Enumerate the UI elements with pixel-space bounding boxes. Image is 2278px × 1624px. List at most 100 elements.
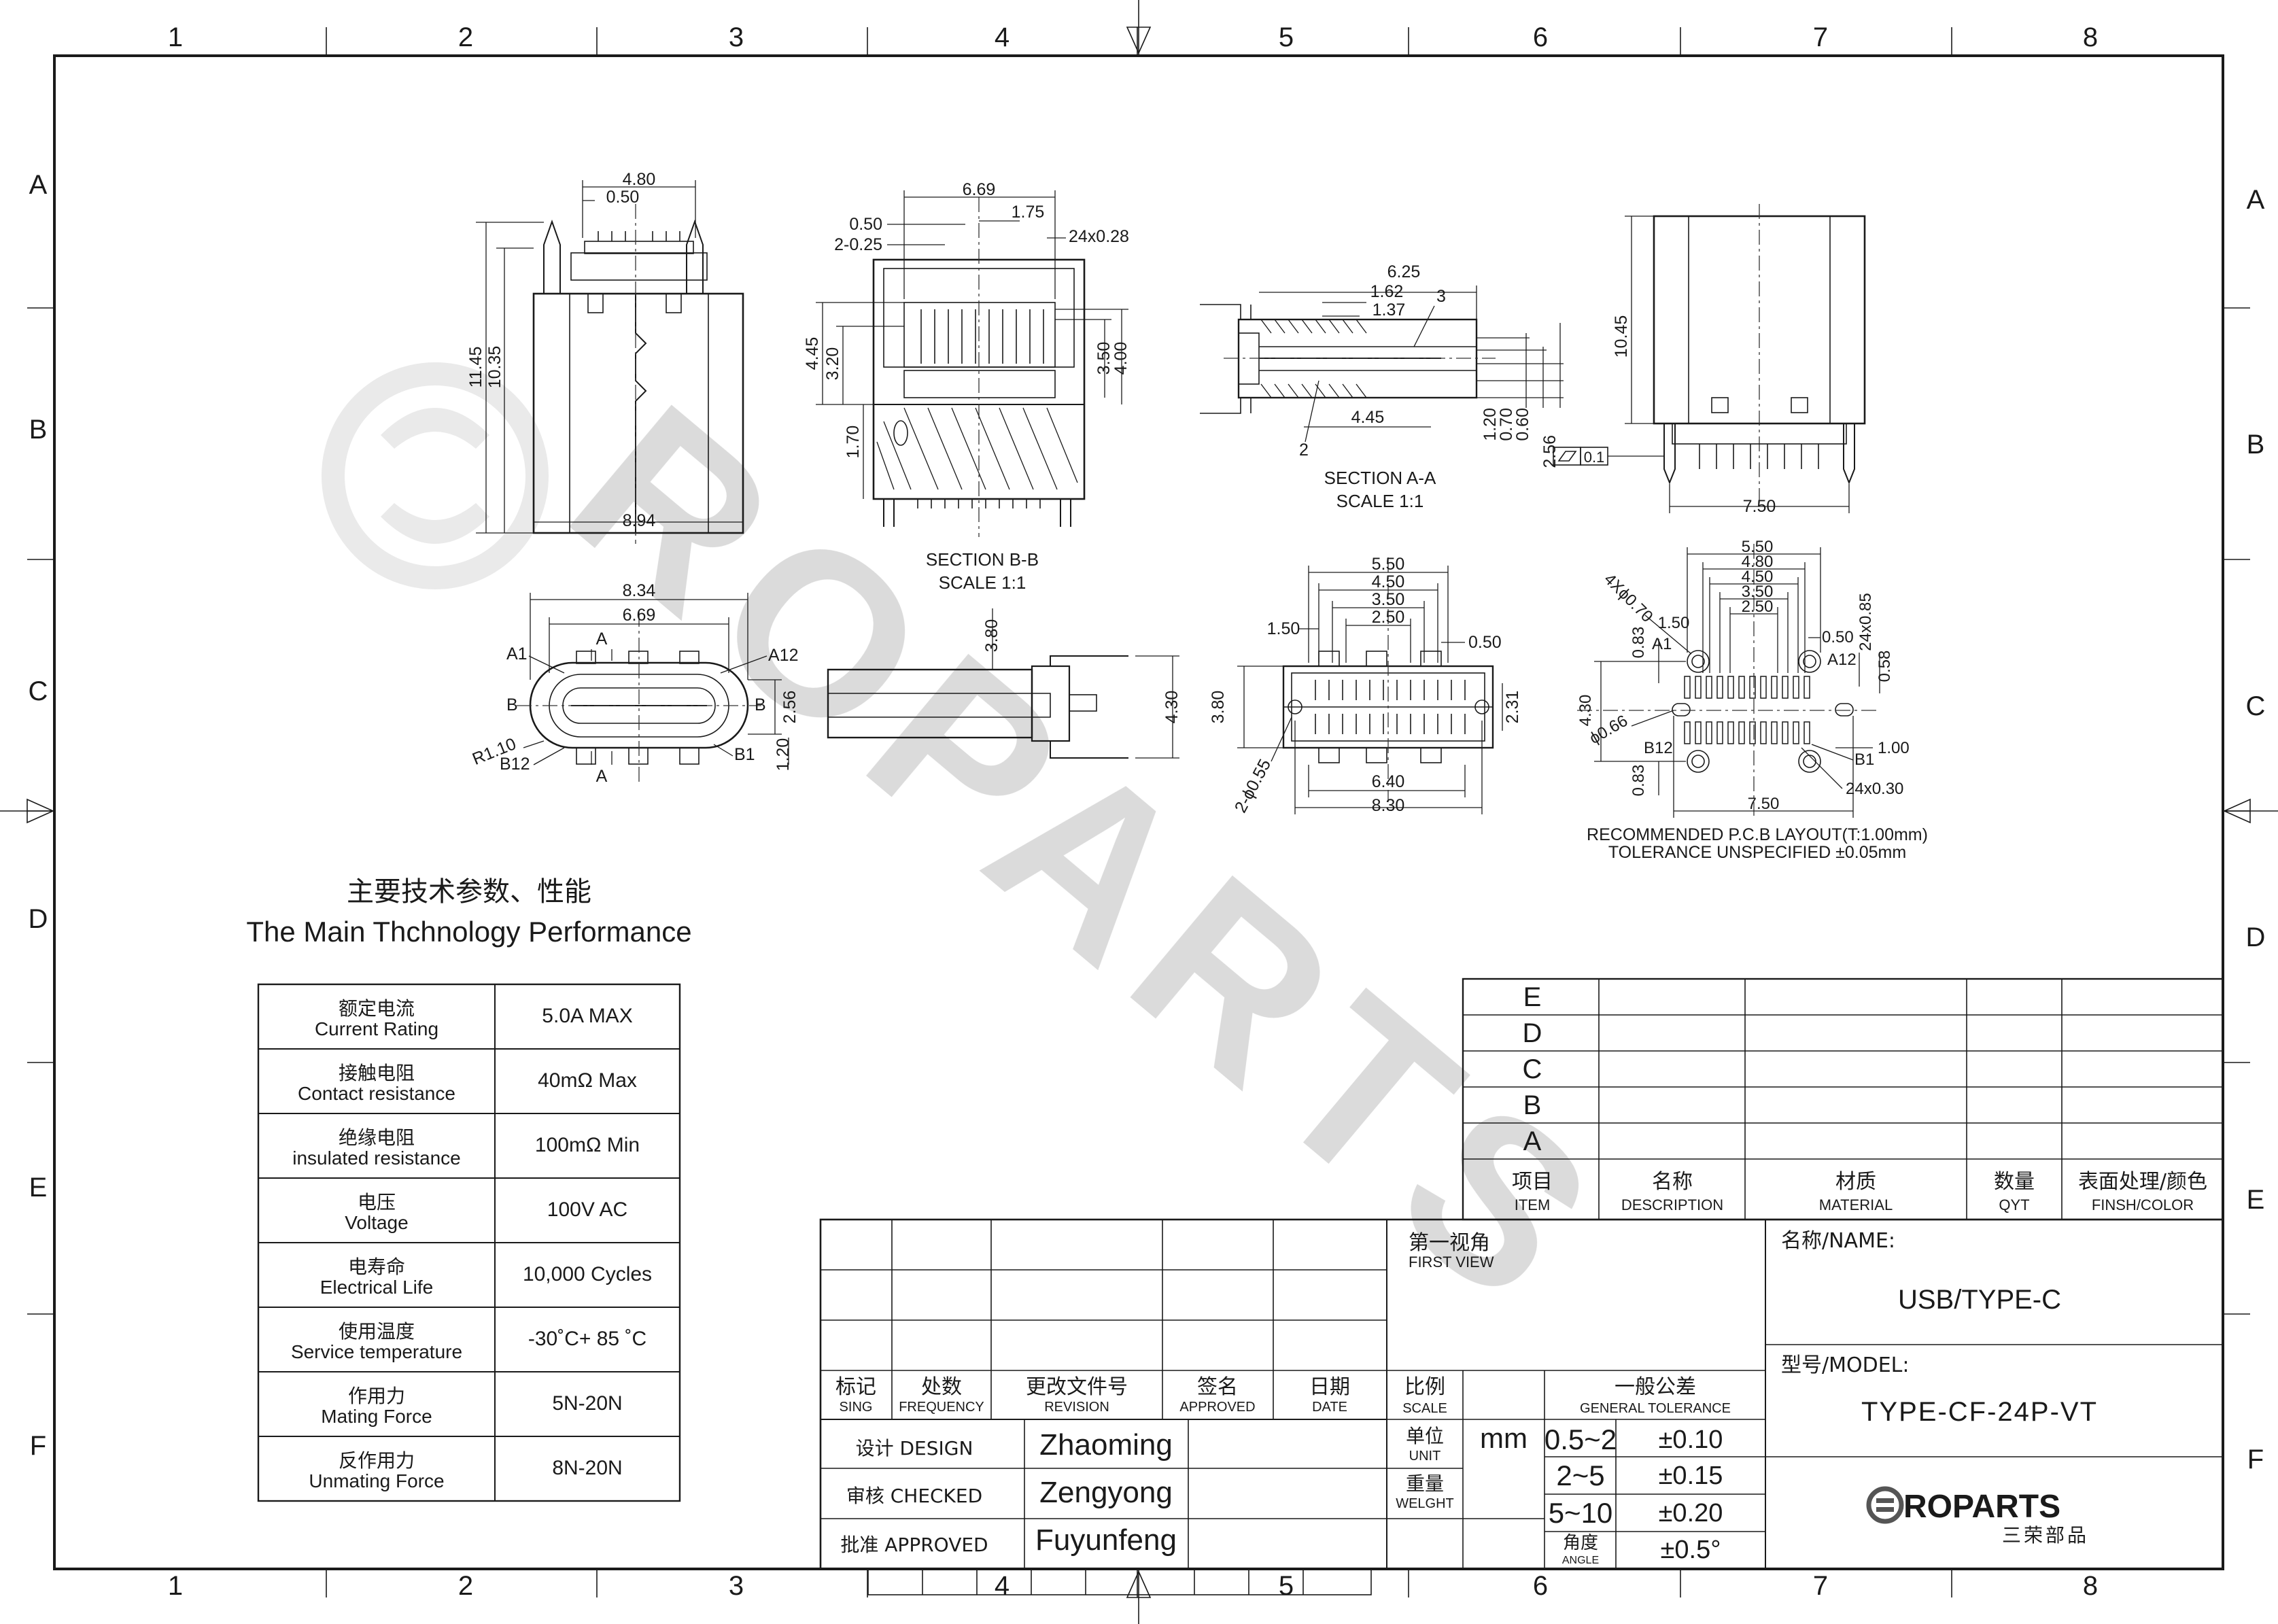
rev-header-cn: 更改文件号 <box>1026 1375 1128 1399</box>
signoff-name: Fuyunfeng <box>1035 1523 1177 1557</box>
col-label: 7 <box>1813 22 1828 52</box>
signoff-table: 设计 DESIGN Zhaoming 审核 CHECKED Zengyong 批… <box>821 1419 1387 1569</box>
dim-label: 1.50 <box>1658 614 1690 632</box>
perf-label-cn: 使用温度 <box>338 1320 415 1343</box>
dim-label: 1.20 <box>1481 408 1500 441</box>
dim-label: 4.80 <box>623 170 656 189</box>
bom-header-en: ITEM <box>1515 1196 1551 1213</box>
dim-label: 3.80 <box>982 619 1001 653</box>
tolerance-value: ±0.5° <box>1661 1536 1721 1564</box>
perf-row: 电压 Voltage 100V AC <box>258 1178 680 1243</box>
scale-label-cn: 比例 <box>1404 1375 1445 1399</box>
dim-label: 0.50 <box>849 215 882 234</box>
section-scale: SCALE 1:1 <box>939 572 1026 593</box>
perf-label-en: Contact resistance <box>298 1083 455 1104</box>
dim-label: 8.94 <box>623 511 656 530</box>
dim-label: 6.69 <box>963 180 996 199</box>
unit-label-cn: 单位 <box>1406 1425 1444 1447</box>
row-label: B <box>29 415 48 445</box>
perf-label-cn: 反作用力 <box>338 1449 415 1472</box>
performance-title-cn: 主要技术参数、性能 <box>347 876 591 908</box>
col-label: 5 <box>1279 22 1294 52</box>
pcb-note: TOLERANCE UNSPECIFIED ±0.05mm <box>1608 843 1906 862</box>
rev-header-cn: 签名 <box>1197 1375 1238 1399</box>
bom-header-en: FINSH/COLOR <box>2092 1196 2194 1213</box>
dim-label: 2-ϕ0.55 <box>1231 756 1275 816</box>
dim-label: 4.80 <box>1742 553 1774 571</box>
row-label: E <box>2247 1185 2265 1215</box>
section-mark: B <box>755 695 766 714</box>
dim-label: 0.58 <box>1876 651 1894 683</box>
dim-label: 4.30 <box>1162 691 1181 724</box>
perf-row: 使用温度 Service temperature -30˚C+ 85 ˚C <box>258 1307 680 1372</box>
perf-label-en: Service temperature <box>290 1341 463 1362</box>
unit-label-en: UNIT <box>1409 1449 1441 1464</box>
dim-label: 1.37 <box>1373 300 1406 319</box>
pin-label: B1 <box>1854 750 1874 769</box>
pin-label: B12 <box>500 755 530 774</box>
pin-label: A12 <box>768 646 798 665</box>
perf-row: 额定电流 Current Rating 5.0A MAX <box>258 984 680 1049</box>
pin-label: B12 <box>1644 739 1673 757</box>
pin-label: A12 <box>1827 651 1857 669</box>
dim-label: 0.83 <box>1629 765 1648 797</box>
row-label: E <box>29 1173 48 1203</box>
perf-value: 100V AC <box>547 1198 628 1221</box>
row-label: D <box>29 904 48 934</box>
logo-cn-text: 三荣部品 <box>2002 1524 2089 1547</box>
tolerance-range: 0.5~2 <box>1544 1423 1617 1455</box>
dim-label: 1.50 <box>1267 619 1300 638</box>
col-label: 4 <box>995 22 1009 52</box>
tolerance-value: ±0.20 <box>1659 1499 1723 1527</box>
dim-label: 1.20 <box>774 738 793 772</box>
dim-label: 24x0.85 <box>1857 593 1875 651</box>
first-view-cn: 第一视角 <box>1409 1231 1490 1255</box>
bom-header-cn: 数量 <box>1994 1170 2035 1194</box>
col-label: 4 <box>995 1571 1009 1601</box>
perf-label-en: insulated resistance <box>292 1147 461 1169</box>
dim-label: 3.50 <box>1372 590 1405 609</box>
dim-label: 2.56 <box>1540 435 1559 468</box>
performance-section: 主要技术参数、性能 The Main Thchnology Performanc… <box>246 876 692 1502</box>
perf-value: 5.0A MAX <box>542 1005 633 1027</box>
bottom-strip <box>867 1568 1372 1595</box>
tolerance-range: 2~5 <box>1556 1459 1604 1491</box>
perf-label-cn: 作用力 <box>347 1385 405 1407</box>
rev-header-en: DATE <box>1312 1400 1347 1415</box>
tolerance-label-cn: 一般公差 <box>1615 1375 1696 1399</box>
logo-text: ROPARTS <box>1903 1489 2060 1525</box>
perf-label-en: Electrical Life <box>320 1277 434 1298</box>
dim-label: 0.50 <box>606 188 640 207</box>
tolerance-value: ±0.15 <box>1659 1462 1723 1490</box>
signoff-name: Zengyong <box>1039 1476 1173 1509</box>
section-scale: SCALE 1:1 <box>1336 491 1424 511</box>
profile-view: 3.80 4.30 <box>827 608 1181 759</box>
watermark-text: ROPARTS <box>525 357 1653 1362</box>
perf-value: -30˚C+ 85 ˚C <box>528 1328 647 1350</box>
col-label: 7 <box>1813 1571 1828 1601</box>
side-view: 10.45 0.1 7.50 <box>1553 204 1866 516</box>
perf-row: 反作用力 Unmating Force 8N-20N <box>258 1436 680 1501</box>
dim-label: 24x0.28 <box>1069 227 1129 246</box>
dim-label: 1.70 <box>844 426 863 459</box>
dim-label: 11.45 <box>466 347 485 388</box>
dim-label: 3.50 <box>1742 583 1774 601</box>
unit-value: mm <box>1480 1422 1528 1454</box>
tolerance-range-en: ANGLE <box>1562 1555 1599 1566</box>
flatness-label: 0.1 <box>1584 449 1605 466</box>
dim-label: 6.25 <box>1387 262 1421 281</box>
front-view: 4.80 0.50 11.45 10.35 8.94 <box>466 170 744 544</box>
rev-header-en: FREQUENCY <box>899 1400 984 1415</box>
bom-header-en: QYT <box>1999 1196 2029 1213</box>
dim-label: 0.70 <box>1497 408 1516 441</box>
rev-header-cn: 日期 <box>1309 1375 1350 1399</box>
perf-label-cn: 绝缘电阻 <box>338 1126 415 1149</box>
section-mark: B <box>506 695 518 714</box>
col-label: 6 <box>1533 22 1548 52</box>
perf-label-en: Current Rating <box>314 1018 439 1039</box>
tolerance-range-cn: 角度 <box>1563 1533 1598 1553</box>
pin-label: B1 <box>734 745 755 764</box>
rev-header-en: APPROVED <box>1179 1400 1255 1415</box>
row-label: A <box>2247 185 2265 215</box>
perf-row: 绝缘电阻 insulated resistance 100mΩ Min <box>258 1113 680 1178</box>
